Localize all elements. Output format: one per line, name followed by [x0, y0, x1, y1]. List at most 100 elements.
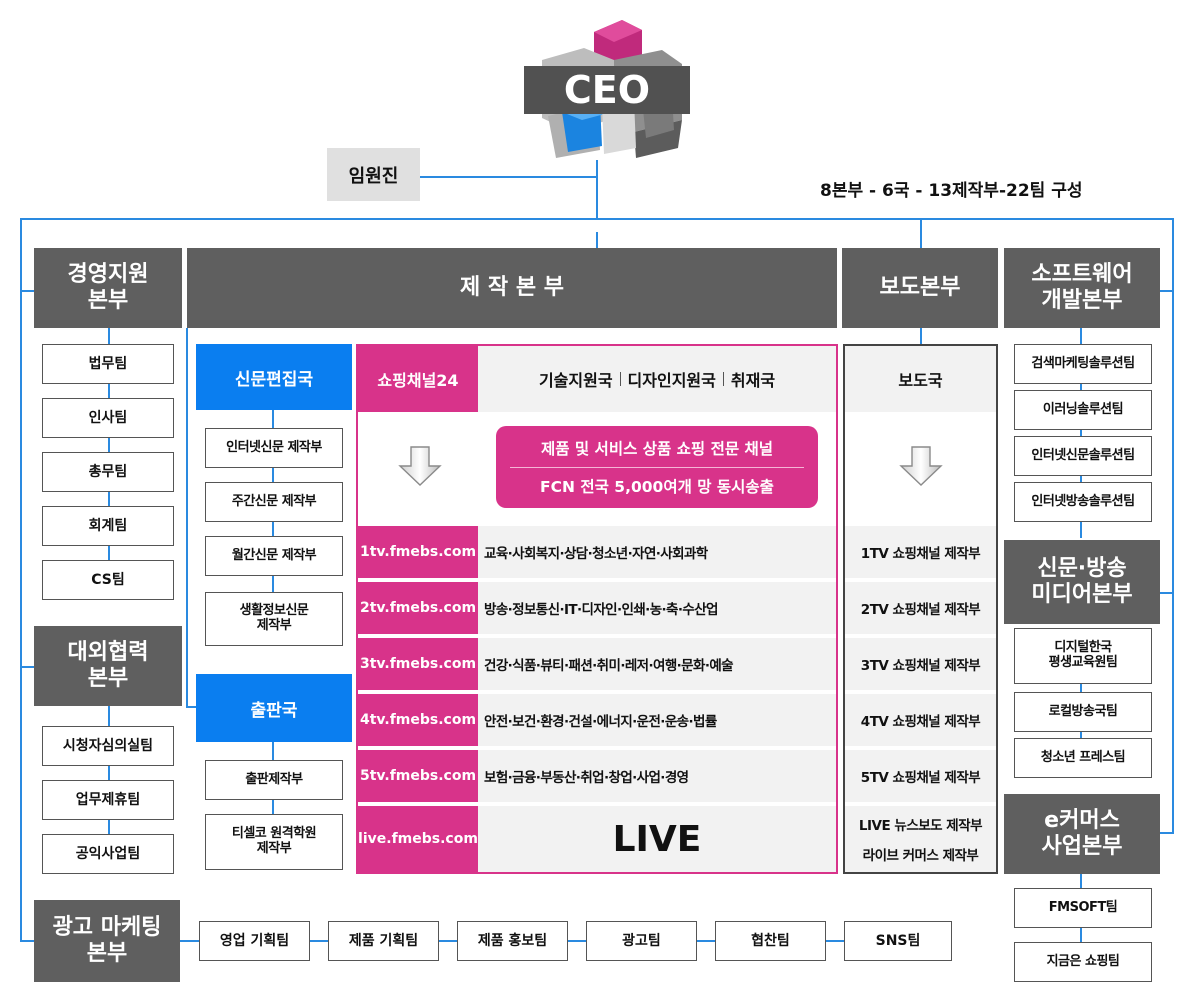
site-5tv[interactable]: 5tv.fmebs.com — [359, 768, 477, 784]
team-internet-broadcast-solution: 인터넷방송솔루션팀 — [1014, 482, 1152, 522]
live-label: LIVE — [612, 818, 702, 860]
marketing-hq: 광고 마케팅 본부 — [34, 900, 180, 982]
exec-connector — [420, 176, 597, 178]
unit-living-info-newspaper: 생활정보신문 제작부 — [205, 592, 343, 646]
site-2tv[interactable]: 2tv.fmebs.com — [359, 600, 477, 616]
news-unit-2tv: 2TV 쇼핑채널 제작부 — [845, 582, 996, 634]
team-elearning: 이러닝솔루션팀 — [1014, 390, 1152, 430]
site-3tv[interactable]: 3tv.fmebs.com — [359, 656, 477, 672]
bus-tick-6 — [1160, 832, 1174, 834]
team-local-broadcast: 로컬방송국팀 — [1014, 692, 1152, 732]
team-youth-press: 청소년 프레스팀 — [1014, 738, 1152, 778]
reporting-bureau: 취재국 — [730, 371, 776, 390]
software-hq: 소프트웨어 개발본부 — [1004, 248, 1160, 328]
top-bus-line — [20, 218, 1174, 220]
team-internet-newspaper-solution: 인터넷신문솔루션팀 — [1014, 436, 1152, 476]
down-arrow-icon — [398, 446, 442, 486]
news-live-units: LIVE 뉴스보도 제작부 라이브 커머스 제작부 — [845, 806, 996, 872]
unit-publishing: 출판제작부 — [205, 760, 343, 800]
newspaper-bureau: 신문편집국 — [196, 344, 352, 410]
team-sponsorship: 협찬팀 — [715, 921, 826, 961]
production-connector — [596, 232, 598, 248]
ceo-connector — [596, 160, 598, 218]
team-product-planning: 제품 기획팀 — [328, 921, 439, 961]
bus-tick-2 — [20, 666, 34, 668]
site-4tv[interactable]: 4tv.fmebs.com — [359, 712, 477, 728]
media-hq: 신문·방송 미디어본부 — [1004, 540, 1160, 624]
row-separator — [358, 578, 836, 582]
site-live[interactable]: live.fmebs.com — [358, 831, 478, 847]
news-connector — [920, 218, 922, 248]
divider — [619, 372, 621, 386]
news-unit-live-commerce: 라이브 커머스 제작부 — [862, 848, 979, 864]
site-1tv[interactable]: 1tv.fmebs.com — [359, 544, 477, 560]
tech-support-bureau: 기술지원국 — [538, 371, 613, 390]
ecommerce-hq: e커머스 사업본부 — [1004, 794, 1160, 874]
team-product-promotion: 제품 홍보팀 — [457, 921, 568, 961]
team-hr: 인사팀 — [42, 398, 174, 438]
topics-4tv: 안전·보건·환경·건설·에너지·운전·운송·법률 — [484, 714, 717, 730]
support-bureaus: 기술지원국 디자인지원국 취재국 — [478, 346, 836, 412]
bus-tick-3 — [20, 940, 34, 942]
down-arrow-icon — [899, 446, 943, 486]
shopping-channel-title: 쇼핑채널24 — [358, 346, 478, 412]
unit-internet-newspaper: 인터넷신문 제작부 — [205, 428, 343, 468]
team-sns: SNS팀 — [844, 921, 952, 961]
topics-5tv: 보험·금융·부동산·취업·창업·사업·경영 — [484, 770, 689, 786]
unit-monthly-newspaper: 월간신문 제작부 — [205, 536, 343, 576]
right-bus-line — [1172, 218, 1174, 834]
team-search-marketing: 검색마케팅솔루션팀 — [1014, 344, 1152, 384]
topic-area — [478, 526, 836, 872]
news-unit-5tv: 5TV 쇼핑채널 제작부 — [845, 750, 996, 802]
row-separator — [358, 746, 836, 750]
news-unit-3tv: 3TV 쇼핑채널 제작부 — [845, 638, 996, 690]
row-separator — [358, 690, 836, 694]
bus-tick-4 — [1160, 290, 1174, 292]
production-hq: 제 작 본 부 — [187, 248, 837, 328]
bus-tick-1 — [20, 290, 34, 292]
team-cs: CS팀 — [42, 560, 174, 600]
external-line — [108, 706, 110, 836]
news-unit-1tv: 1TV 쇼핑채널 제작부 — [845, 526, 996, 578]
topics-1tv: 교육·사회복지·상담·청소년·자연·사회과학 — [484, 546, 708, 562]
team-advertising: 광고팀 — [586, 921, 697, 961]
software-line — [1080, 328, 1082, 538]
team-partnership: 업무제휴팀 — [42, 780, 174, 820]
team-fmsoft: FMSOFT팀 — [1014, 888, 1152, 928]
tagline-line-1: 제품 및 서비스 상품 쇼핑 전문 채널 — [540, 440, 774, 458]
org-summary: 8본부 - 6국 - 13제작부-22팀 구성 — [820, 181, 1083, 201]
production-left-line — [186, 328, 188, 706]
team-general-affairs: 총무팀 — [42, 452, 174, 492]
tagline-line-2: FCN 전국 5,000여개 망 동시송출 — [540, 478, 774, 496]
design-support-bureau: 디자인지원국 — [627, 371, 716, 390]
ceo-label: CEO — [524, 66, 690, 114]
publishing-bureau: 출판국 — [196, 674, 352, 742]
tagline-divider — [510, 467, 804, 468]
tagline-box: 제품 및 서비스 상품 쇼핑 전문 채널 FCN 전국 5,000여개 망 동시… — [496, 426, 818, 508]
team-public-service: 공익사업팀 — [42, 834, 174, 874]
bus-tick-5 — [1160, 592, 1174, 594]
team-sales-planning: 영업 기획팀 — [199, 921, 310, 961]
management-hq: 경영지원 본부 — [34, 248, 182, 328]
news-hq: 보도본부 — [842, 248, 998, 328]
team-now-shopping: 지금은 쇼핑팀 — [1014, 942, 1152, 982]
publishing-tick — [186, 706, 196, 708]
news-unit-4tv: 4TV 쇼핑채널 제작부 — [845, 694, 996, 746]
team-accounting: 회계팀 — [42, 506, 174, 546]
topics-3tv: 건강·식품·뷰티·패션·취미·레저·여행·문화·예술 — [484, 658, 734, 674]
unit-weekly-newspaper: 주간신문 제작부 — [205, 482, 343, 522]
external-hq: 대외협력 본부 — [34, 626, 182, 706]
news-bureau-connector — [920, 328, 922, 344]
row-separator — [358, 802, 836, 806]
team-legal: 법무팀 — [42, 344, 174, 384]
team-viewer-review: 시청자심의실팀 — [42, 726, 174, 766]
executives-box: 임원진 — [327, 148, 420, 201]
left-bus-line — [20, 218, 22, 940]
news-bureau-panel: 보도국 1TV 쇼핑채널 제작부 2TV 쇼핑채널 제작부 3TV 쇼핑채널 제… — [843, 344, 998, 874]
team-digital-korea: 디지털한국 평생교육원팀 — [1014, 628, 1152, 684]
news-bureau-title: 보도국 — [845, 346, 996, 412]
shopping-channel-panel: 쇼핑채널24 기술지원국 디자인지원국 취재국 제품 및 서비스 상품 쇼핑 전… — [356, 344, 838, 874]
unit-remote-academy: 티셀코 원격학원 제작부 — [205, 814, 343, 870]
divider — [722, 372, 724, 386]
topics-2tv: 방송·정보통신·IT·디자인·인쇄·농·축·수산업 — [484, 602, 718, 618]
